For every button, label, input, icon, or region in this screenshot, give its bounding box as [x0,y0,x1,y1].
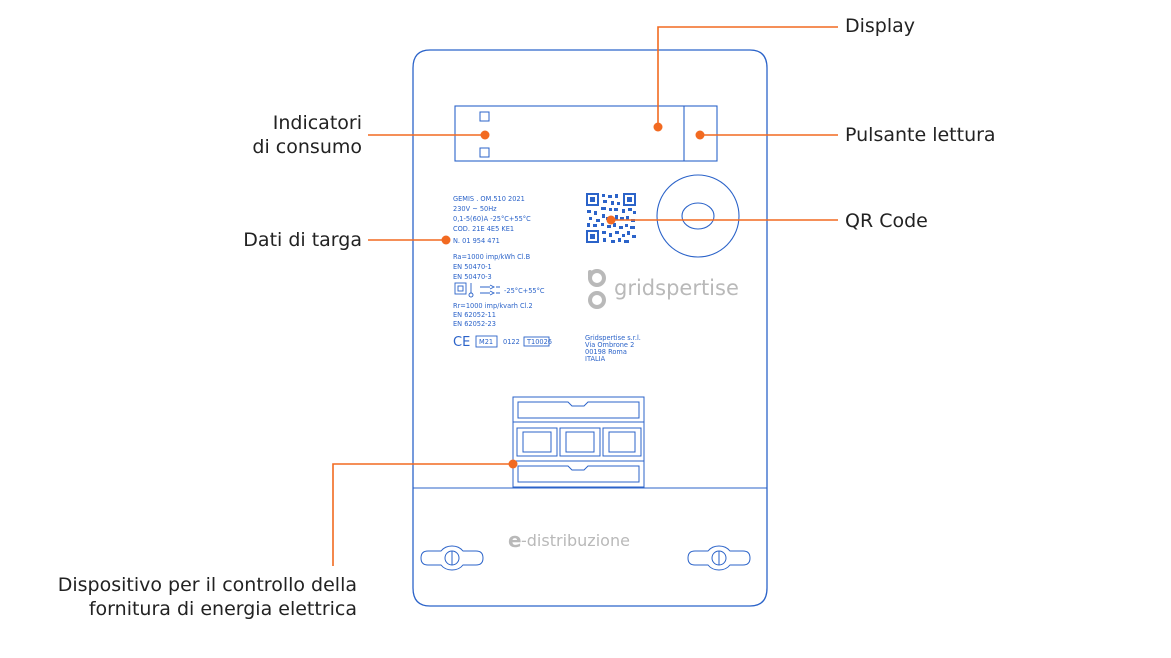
leader-device [332,463,513,566]
flow-icon [480,284,500,296]
seal-screw-right [687,545,751,571]
plate-line-9: Rr=1000 imp/kvarh Cl.2 [453,302,533,310]
plate-line-7: EN 50470-1 [453,263,492,271]
manufacturer-city: 00198 Roma [585,348,627,356]
gridspertise-logo [588,269,606,309]
manufacturer-name: Gridspertise s.r.l. [585,334,641,342]
label-indicators-line2: di consumo [252,136,362,158]
ce-mark: CE [453,335,470,350]
label-device: Dispositivo per il controllo della forni… [58,573,357,621]
plate-line-3: 0,1-5(60)A -25°C+55°C [453,215,531,223]
dot-display [653,122,663,132]
plate-symbols [454,282,500,298]
plate-line-10: EN 62052-11 [453,311,496,319]
plate-line-8: EN 50470-3 [453,273,492,281]
optical-port-outer [656,174,740,258]
meter-body [412,49,768,607]
leader-display [657,26,838,127]
dot-plate-data [441,235,451,245]
m21-mark: M21 [479,338,493,346]
dot-indicators [480,130,490,140]
indicator-square-bottom [479,147,490,158]
manufacturer-street: Via Ombrone 2 [585,341,634,349]
manufacturer-country: ITALIA [585,355,606,363]
label-qr-code: QR Code [845,210,928,232]
cert-code: T10026 [526,338,552,346]
label-display: Display [845,15,916,37]
dot-device [508,459,518,469]
cert-box [523,336,550,347]
dot-qr-code [606,215,616,225]
control-device [512,396,645,488]
optical-port-inner [681,202,715,230]
e-distribuzione-prefix: e [508,528,522,552]
label-indicators-line1: Indicatori [272,112,362,134]
indicator-square-top [479,111,490,122]
double-insulation-icon [454,282,467,295]
leader-lines [332,26,838,566]
plate-line-4: COD. 21E 4E5 KE1 [453,225,514,233]
label-read-button: Pulsante lettura [845,124,996,146]
label-indicators: Indicatori di consumo [252,111,362,159]
plate-line-5: N. 01 954 471 [453,237,500,245]
dot-read-button [695,130,705,140]
label-plate-data: Dati di targa [243,229,362,251]
label-device-line1: Dispositivo per il controllo della [57,574,357,596]
temperature-range: -25°C+55°C [504,287,545,295]
plate-line-6: Ra=1000 imp/kWh Cl.B [453,253,531,261]
plate-line-1: GEMIS . OM.510 2021 [453,195,525,203]
qr-code [586,193,636,243]
label-device-line2: fornitura di energia elettrica [88,598,357,620]
plate-data-block: GEMIS . OM.510 2021 230V ~ 50Hz 0,1-5(60… [453,195,533,328]
display-panel [454,105,718,162]
plate-line-11: EN 62052-23 [453,320,496,328]
seal-screw-left [420,545,484,571]
leader-dots [441,122,705,469]
m21-box [475,335,498,348]
e-distribuzione-wordmark: -distribuzione [521,531,630,550]
notified-body: 0122 [503,338,520,346]
gridspertise-wordmark: gridspertise [614,276,739,300]
plate-line-2: 230V ~ 50Hz [453,205,497,213]
